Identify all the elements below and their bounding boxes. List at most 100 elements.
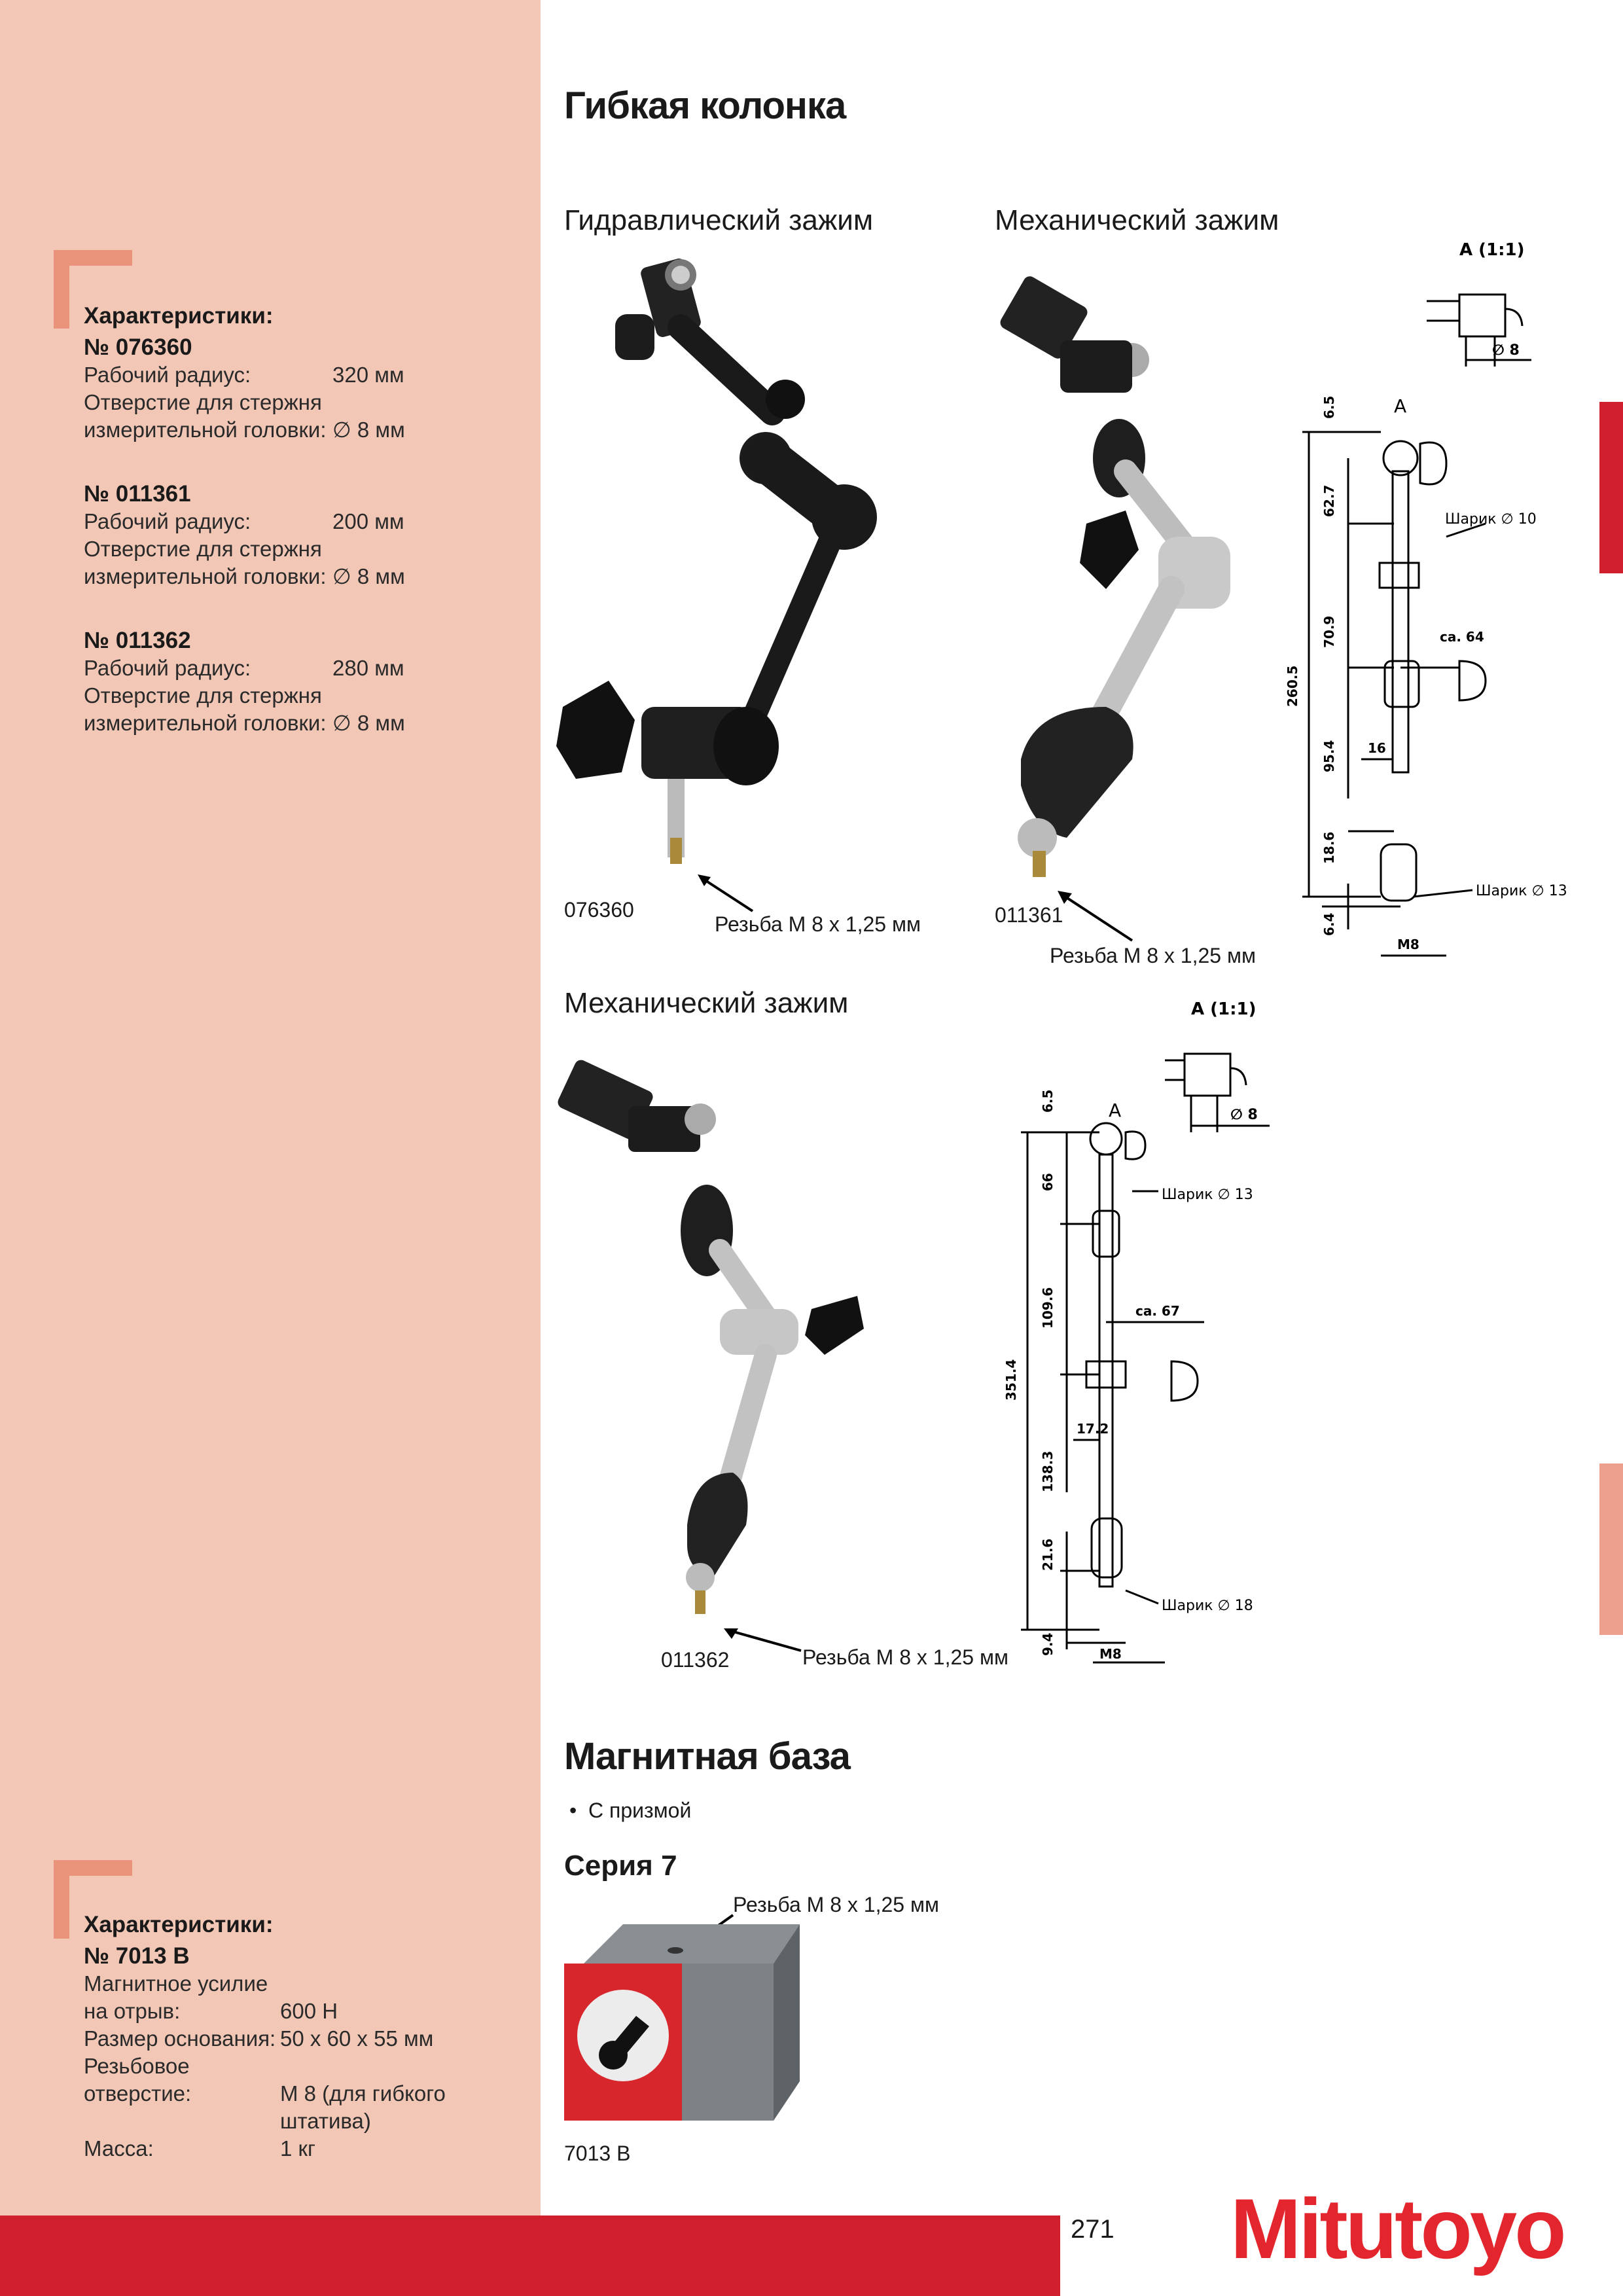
section-heading: Механический зажим bbox=[995, 204, 1279, 236]
spec-value: штатива) bbox=[280, 2109, 371, 2133]
product-code: 076360 bbox=[564, 898, 634, 922]
thread-label: Резьба M 8 x 1,25 мм bbox=[715, 912, 921, 936]
dim-label: 260.5 bbox=[1285, 666, 1300, 707]
ball-label: Шарик ∅ 13 bbox=[1476, 883, 1567, 899]
magnetic-base-image bbox=[564, 1924, 800, 2121]
technical-drawing-2: A (1:1) A ∅ 8 Шарик ∅ 13 Шарик ∅ 18 ca. … bbox=[1003, 999, 1270, 1664]
spec-item: № 011361 Рабочий радиус: 200 мм Отверстие… bbox=[84, 480, 405, 590]
specs-heading: Характеристики: bbox=[84, 1912, 274, 1937]
pointer-arrow bbox=[698, 874, 754, 912]
spec-value: 280 мм bbox=[332, 656, 404, 680]
mechanical-arm-image bbox=[1000, 276, 1230, 877]
page-title: Гибкая колонка bbox=[564, 84, 846, 127]
pointer-arrow bbox=[724, 1628, 802, 1652]
thread-label: Резьба M 8 x 1,25 мм bbox=[733, 1893, 939, 1916]
spec-label: измерительной головки: bbox=[84, 564, 327, 588]
series-heading: Серия 7 bbox=[564, 1850, 677, 1882]
spec-label: отверстие: bbox=[84, 2081, 192, 2106]
spec-label: Отверстие для стержня bbox=[84, 537, 322, 561]
spec-value: 50 x 60 x 55 мм bbox=[280, 2026, 434, 2051]
dim-label: 9.4 bbox=[1040, 1633, 1056, 1656]
spec-number: № 076360 bbox=[84, 334, 192, 360]
spec-label: Рабочий радиус: bbox=[84, 509, 251, 533]
dim-label: 62.7 bbox=[1321, 485, 1337, 517]
product-code: 011362 bbox=[661, 1648, 730, 1672]
product-code: 7013 B bbox=[564, 2142, 631, 2165]
spec-value: 600 H bbox=[280, 1999, 338, 2023]
dim-label: 21.6 bbox=[1040, 1539, 1056, 1571]
spec-item: № 076360 Рабочий радиус: 320 мм Отверстие… bbox=[84, 334, 405, 444]
specs-block-1: Характеристики: № 076360 Рабочий радиус:… bbox=[84, 302, 405, 737]
dim-label: 16 bbox=[1368, 740, 1386, 756]
page-number: 271 bbox=[1071, 2215, 1115, 2244]
dim-label: 18.6 bbox=[1321, 832, 1337, 864]
thread-label: Резьба M 8 x 1,25 мм bbox=[802, 1645, 1008, 1669]
spec-label: Отверстие для стержня bbox=[84, 683, 322, 708]
spec-value: ∅ 8 мм bbox=[332, 418, 405, 442]
bullet-item: • С призмой bbox=[569, 1799, 691, 1823]
dim-label: 109.6 bbox=[1040, 1287, 1056, 1329]
bracket-mark bbox=[54, 1860, 132, 1939]
spec-value: 320 мм bbox=[332, 363, 404, 387]
spec-value: M 8 (для гибкого bbox=[280, 2081, 446, 2106]
specs-heading: Характеристики: bbox=[84, 303, 274, 329]
spec-label: измерительной головки: bbox=[84, 418, 327, 442]
drawing-a-label: A bbox=[1109, 1100, 1121, 1121]
section-tab bbox=[1599, 402, 1623, 573]
mechanical-arm-image bbox=[558, 1060, 864, 1614]
ball-label: Шарик ∅ 18 bbox=[1162, 1598, 1253, 1614]
spec-label: Магнитное усилие bbox=[84, 1971, 268, 1996]
sidebar bbox=[0, 0, 541, 2215]
drawing-diameter: ∅ 8 bbox=[1230, 1107, 1258, 1123]
thread-label: Резьба M 8 x 1,25 мм bbox=[1050, 944, 1256, 967]
drawing-view-label: A (1:1) bbox=[1459, 240, 1525, 260]
dim-label: 6.4 bbox=[1321, 913, 1337, 936]
spec-label: Рабочий радиус: bbox=[84, 656, 251, 680]
section-heading: Гидравлический зажим bbox=[564, 204, 874, 236]
footer-bar bbox=[0, 2215, 1060, 2296]
spec-value: 200 мм bbox=[332, 509, 404, 533]
spec-number: № 7013 B bbox=[84, 1943, 190, 1969]
spec-label: Резьбовое bbox=[84, 2054, 190, 2078]
spec-label: Отверстие для стержня bbox=[84, 390, 322, 414]
technical-drawing-1: A (1:1) A ∅ 8 Шарик ∅ 10 Шарик ∅ 13 ca. … bbox=[1285, 240, 1567, 957]
dim-label: M8 bbox=[1397, 937, 1419, 952]
bullet-text: С призмой bbox=[588, 1799, 692, 1822]
dim-label: 66 bbox=[1040, 1173, 1056, 1191]
dim-label: ca. 64 bbox=[1440, 629, 1484, 645]
spec-item: № 011362 Рабочий радиус: 280 мм Отверстие… bbox=[84, 627, 405, 737]
dim-label: ca. 67 bbox=[1135, 1303, 1180, 1319]
specs-block-2: Характеристики: № 7013 B Магнитное усили… bbox=[84, 1911, 446, 2162]
spec-label: Масса: bbox=[84, 2136, 154, 2161]
hydraulic-arm-image bbox=[556, 259, 877, 864]
dim-label: 6.5 bbox=[1321, 396, 1337, 419]
bullet-dot: • bbox=[569, 1799, 588, 1822]
product-code: 011361 bbox=[995, 903, 1063, 927]
dim-label: 138.3 bbox=[1040, 1451, 1056, 1492]
drawing-view-label: A (1:1) bbox=[1191, 999, 1257, 1019]
spec-label: Рабочий радиус: bbox=[84, 363, 251, 387]
dim-label: 17.2 bbox=[1077, 1421, 1109, 1437]
spec-label: Размер основания: bbox=[84, 2026, 276, 2051]
dim-label: 6.5 bbox=[1040, 1090, 1056, 1113]
dim-label: 70.9 bbox=[1321, 616, 1337, 648]
mitutoyo-logo: Mitutoyo bbox=[1230, 2181, 1567, 2276]
spec-label: на отрыв: bbox=[84, 1999, 181, 2023]
section-tab bbox=[1599, 1463, 1623, 1635]
section-heading: Механический зажим bbox=[564, 987, 849, 1019]
spec-value: 1 кг bbox=[280, 2136, 315, 2161]
dim-label: 351.4 bbox=[1003, 1359, 1019, 1401]
dim-label: 95.4 bbox=[1321, 740, 1337, 772]
spec-label: измерительной головки: bbox=[84, 711, 327, 735]
pointer-arrow bbox=[1058, 891, 1133, 942]
spec-value: ∅ 8 мм bbox=[332, 711, 405, 735]
drawing-diameter: ∅ 8 bbox=[1492, 342, 1520, 359]
bracket-mark bbox=[54, 250, 132, 329]
spec-value: ∅ 8 мм bbox=[332, 564, 405, 588]
ball-label: Шарик ∅ 13 bbox=[1162, 1187, 1253, 1203]
ball-label: Шарик ∅ 10 bbox=[1445, 511, 1537, 528]
dim-label: M8 bbox=[1099, 1646, 1122, 1662]
spec-number: № 011362 bbox=[84, 628, 191, 653]
drawing-a-label: A bbox=[1394, 395, 1406, 417]
spec-number: № 011361 bbox=[84, 481, 191, 507]
